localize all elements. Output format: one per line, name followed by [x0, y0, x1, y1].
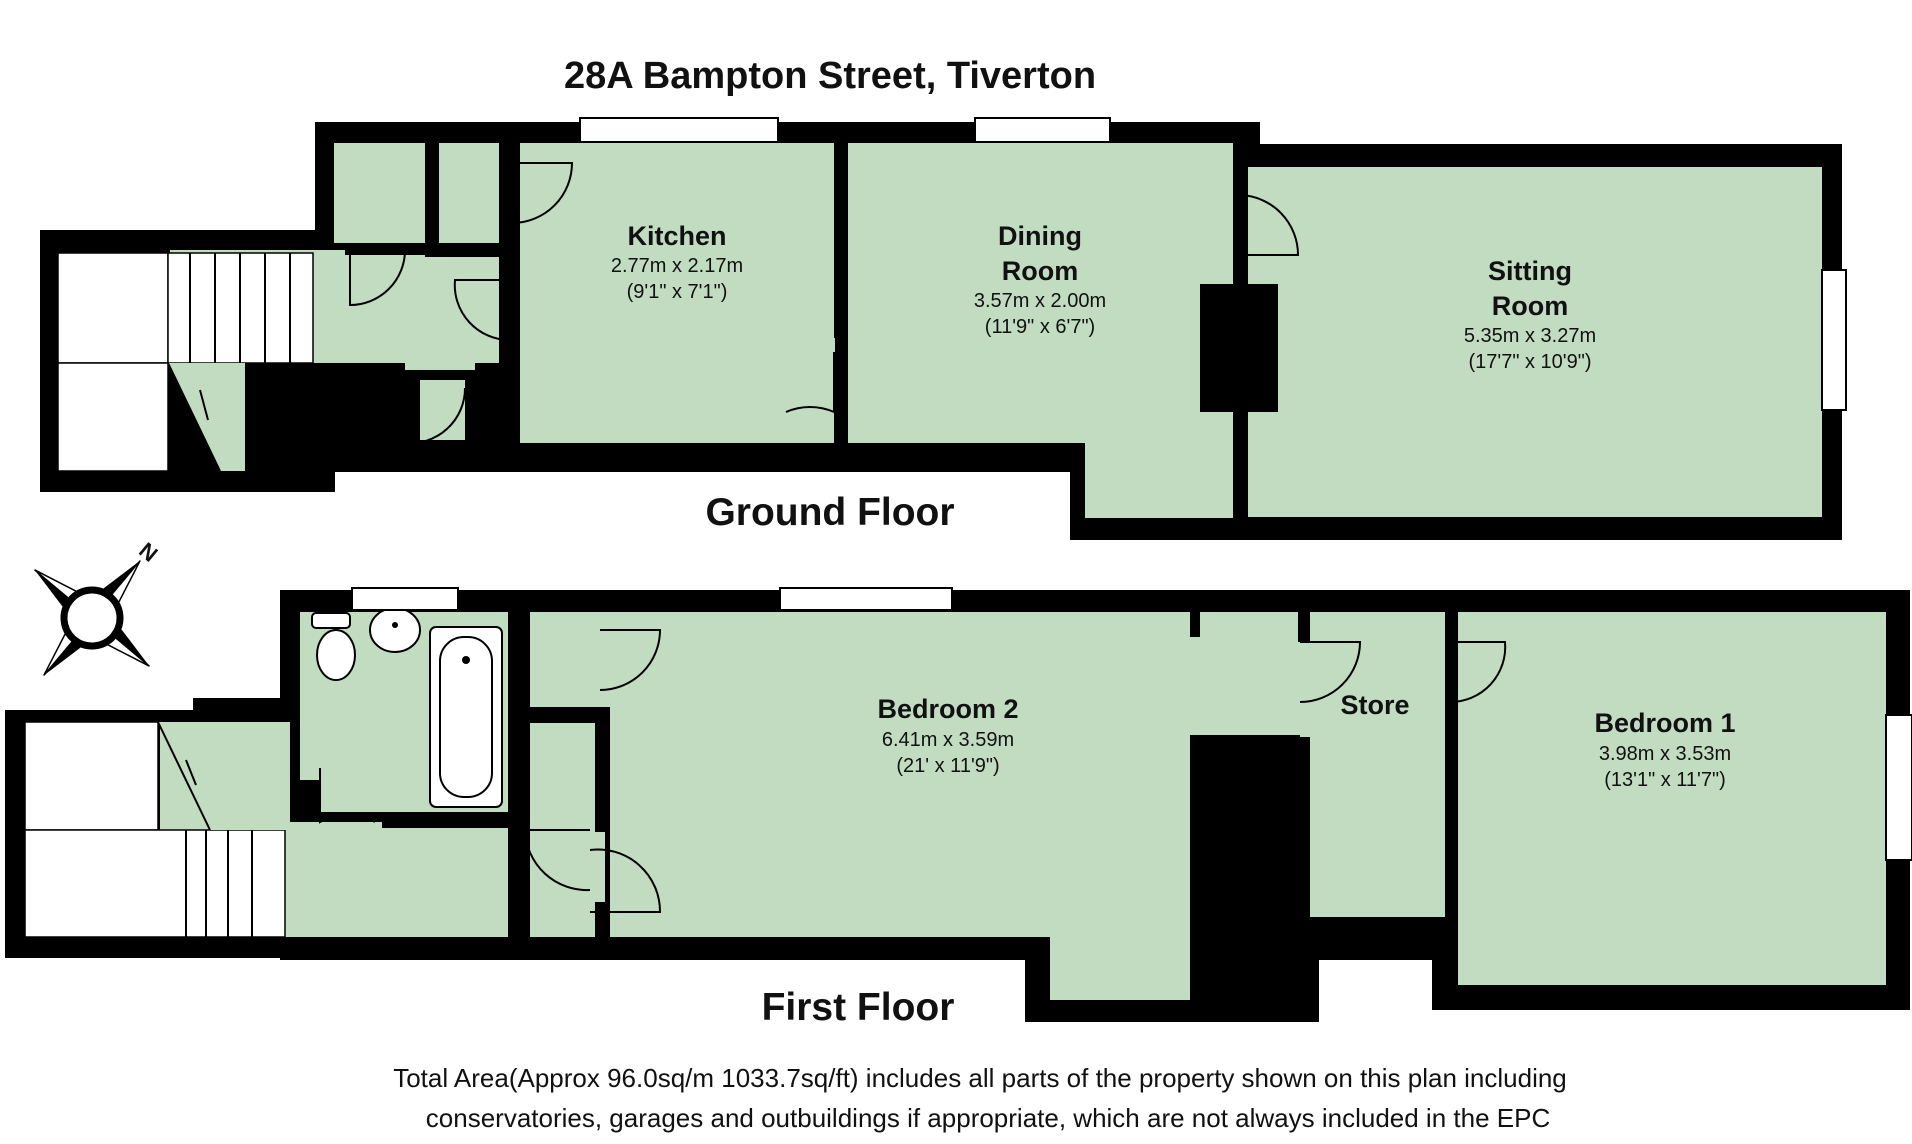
dining-room-label-1: Dining — [998, 221, 1082, 251]
bedroom-2-label: Bedroom 2 — [877, 694, 1018, 724]
first-floor-fixtures — [311, 607, 503, 808]
door-kitchen-store — [511, 162, 574, 224]
first-floor-interior-walls — [290, 612, 1458, 985]
basin — [369, 607, 421, 653]
dining-room-dims-m: 3.57m x 2.00m — [974, 290, 1106, 312]
toilet — [316, 629, 356, 681]
door-store-bedroom1 — [1449, 641, 1507, 704]
door-bedroom2-store — [1299, 641, 1362, 703]
kitchen-dims-ft: (9'1" x 7'1") — [627, 281, 728, 303]
ground-floor-stairs — [57, 252, 314, 488]
door-dining-sitting — [1239, 194, 1300, 256]
door-hall-store — [349, 249, 406, 307]
bedroom-2-dims-m: 6.41m x 3.59m — [882, 729, 1014, 751]
door-kitchen-dining — [785, 352, 835, 414]
bedroom-1-window — [1885, 714, 1912, 861]
kitchen-dims-m: 2.77m x 2.17m — [611, 255, 743, 277]
dining-window — [974, 117, 1111, 143]
bedroom-2-window — [779, 587, 953, 611]
ground-floor-windows — [579, 117, 1847, 411]
kitchen-window — [579, 117, 779, 143]
first-floor-labels: Bedroom 2 6.41m x 3.59m (21' x 11'9") St… — [762, 690, 1736, 1029]
sitting-room-label-1: Sitting — [1488, 256, 1572, 286]
door-landing-bedroom2 — [589, 848, 662, 913]
door-landing-bathroom — [319, 768, 376, 824]
kitchen-label: Kitchen — [627, 221, 726, 251]
sitting-room-dims-m: 5.35m x 3.27m — [1464, 325, 1596, 347]
sitting-window — [1821, 269, 1847, 411]
first-floor-title: First Floor — [762, 986, 955, 1029]
first-floor-doors — [319, 629, 1507, 913]
door-landing-cupboard — [523, 829, 591, 892]
bedroom-2-dims-ft: (21' x 11'9") — [896, 755, 999, 777]
footer-line-2: conservatories, garages and outbuildings… — [426, 1103, 1550, 1133]
bedroom-1-dims-ft: (13'1" x 11'7") — [1604, 769, 1726, 791]
ground-floor-area — [170, 143, 1822, 518]
first-floor: Bedroom 2 6.41m x 3.59m (21' x 11'9") St… — [5, 587, 1912, 1029]
dining-room-label-2: Room — [1002, 256, 1079, 286]
bathroom-window — [351, 587, 459, 611]
compass-rose-icon — [34, 560, 150, 676]
plan-title: 28A Bampton Street, Tiverton — [564, 55, 1096, 97]
footer-line-1: Total Area(Approx 96.0sq/m 1033.7sq/ft) … — [393, 1063, 1567, 1093]
first-floor-windows — [351, 587, 1912, 861]
sitting-room-dims-ft: (17'7" x 10'9") — [1468, 351, 1591, 373]
bedroom-1-dims-m: 3.98m x 3.53m — [1599, 743, 1731, 765]
sitting-room-label-2: Room — [1492, 291, 1569, 321]
ground-floor-interior-walls — [265, 143, 1278, 518]
door-bedroom2-cupboard — [599, 629, 662, 691]
ground-floor: Kitchen 2.77m x 2.17m (9'1" x 7'1") Dini… — [40, 117, 1847, 540]
first-floor-stairs — [24, 721, 290, 938]
ground-floor-doors — [349, 162, 1300, 445]
ground-floor-title: Ground Floor — [705, 491, 954, 534]
ground-floor-labels: Kitchen 2.77m x 2.17m (9'1" x 7'1") Dini… — [611, 221, 1596, 534]
store-label: Store — [1340, 690, 1409, 720]
bedroom-1-label: Bedroom 1 — [1594, 708, 1735, 738]
dining-room-dims-ft: (11'9" x 6'7") — [985, 316, 1095, 338]
door-front — [404, 387, 467, 445]
door-hall-kitchen — [453, 279, 511, 342]
